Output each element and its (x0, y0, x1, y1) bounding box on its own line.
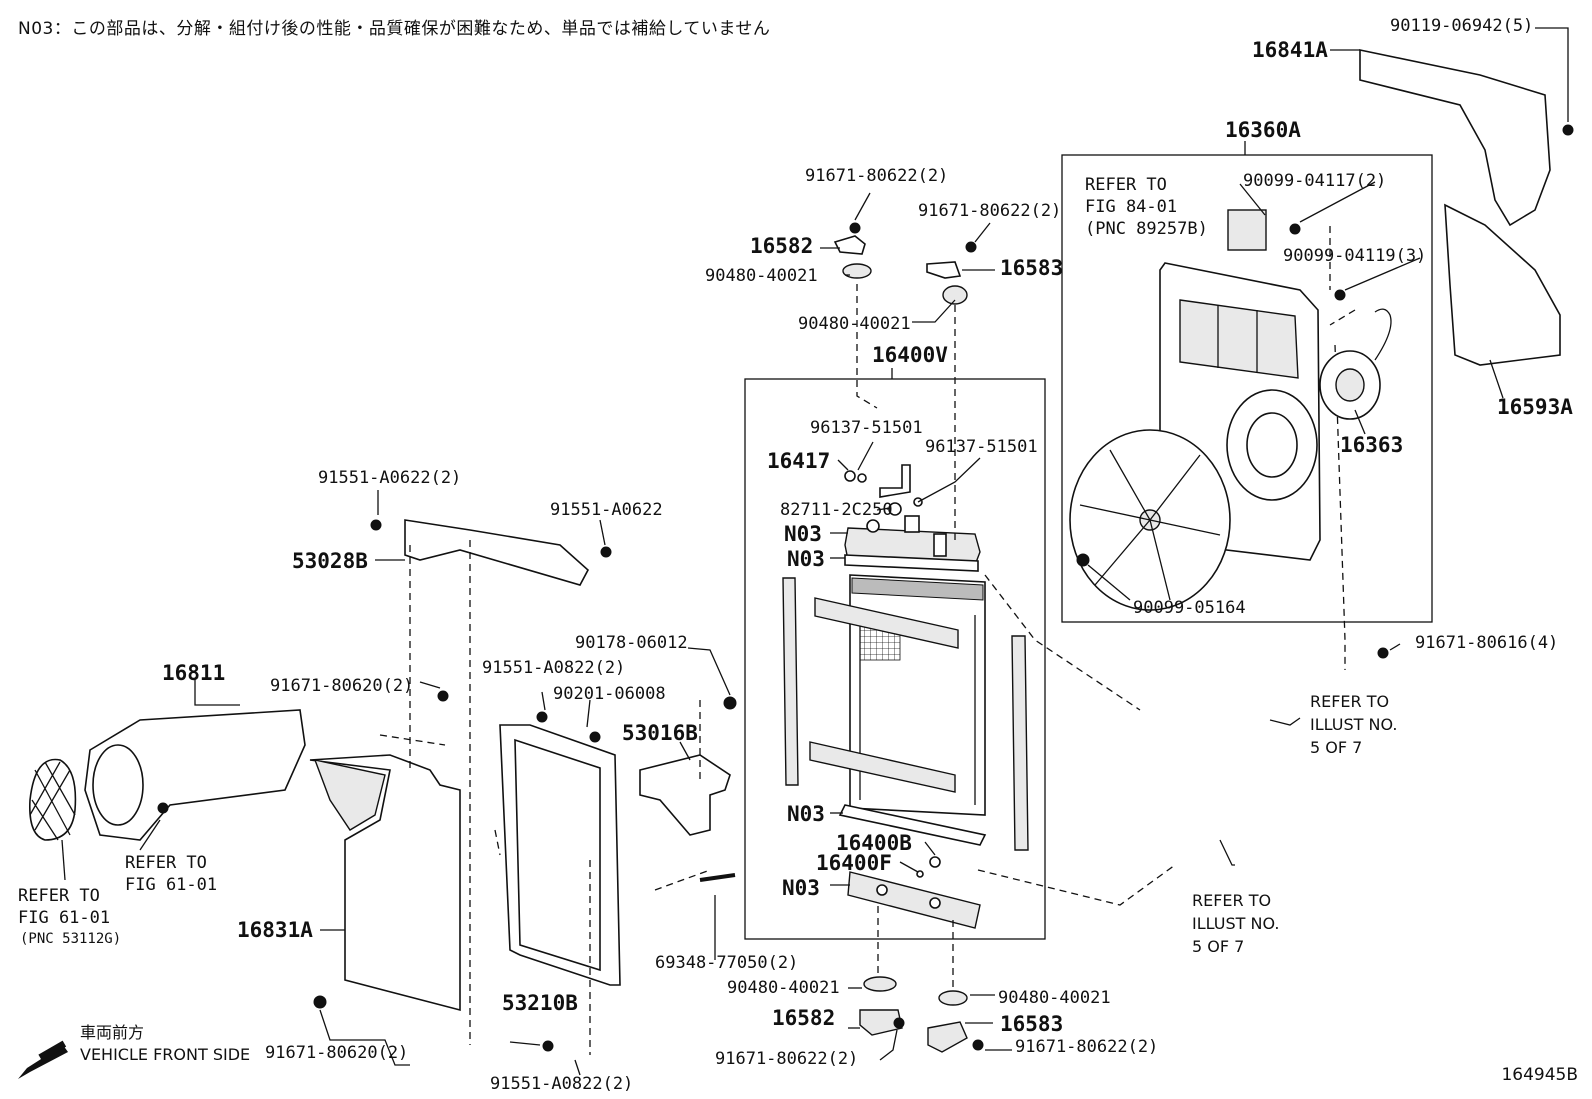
drain-plug (916, 870, 924, 878)
cushion-top-left (842, 263, 872, 279)
label-90099-04119: 90099-04119(3) (1283, 246, 1427, 266)
fan-resistor (1227, 209, 1267, 251)
ref-illust-5-of-7-a: REFER TO ILLUST NO. 5 OF 7 (1310, 692, 1398, 757)
label-16400B: 16400B (836, 831, 912, 855)
label-16583-bottom: 16583 (1000, 1012, 1064, 1036)
label-91671-80620-b: 91671-80620(2) (265, 1043, 409, 1063)
label-16400V: 16400V (872, 343, 948, 367)
label-96137-51501-a: 96137-51501 (810, 418, 923, 438)
ref-illust-5-of-7-b: REFER TO ILLUST NO. 5 OF 7 (1192, 891, 1280, 956)
supply-note: N03：この部品は、分解・組付け後の性能・品質確保が困難なため、単品では補給して… (18, 19, 771, 39)
label-16583-top: 16583 (1000, 256, 1064, 280)
label-n03-3: N03 (787, 802, 825, 826)
label-53210B: 53210B (502, 991, 578, 1015)
figure-id: 164945B (1501, 1065, 1578, 1085)
label-91551-A0622: 91551-A0622 (550, 500, 663, 520)
bolt-91671-80616 (1377, 647, 1389, 659)
bracket-16582-bottom (859, 1009, 903, 1036)
label-16593A: 16593A (1497, 395, 1573, 419)
label-91551-A0822-b: 91551-A0822(2) (490, 1074, 634, 1094)
label-82711-2C250: 82711-2C250 (780, 500, 893, 520)
lower-gasket (838, 804, 987, 846)
bolt-top-right (965, 241, 977, 253)
label-16582-top: 16582 (750, 234, 814, 258)
air-guide-16841A (1359, 49, 1551, 227)
label-16582-bottom: 16582 (772, 1006, 836, 1030)
label-91551-A0822-a: 91551-A0822(2) (482, 658, 626, 678)
label-91671-80620-a: 91671-80620(2) (270, 676, 414, 696)
label-53028B: 53028B (292, 549, 368, 573)
upper-gasket (844, 554, 979, 572)
air-guide-16593A (1444, 203, 1561, 366)
label-90480-40021-c: 90480-40021 (727, 978, 840, 998)
ref-fig-61-01-a: REFER TO FIG 61-01 (125, 853, 218, 895)
label-90099-05164: 90099-05164 (1133, 598, 1246, 618)
vehicle-front-jp: 車両前方 (80, 1023, 145, 1042)
screw-90119 (1562, 124, 1574, 136)
bolt-top-left (849, 222, 861, 234)
label-53016B: 53016B (622, 721, 698, 745)
hose-fitting (879, 464, 911, 498)
label-96137-51501-b: 96137-51501 (925, 437, 1038, 457)
right-side-seal (1011, 635, 1029, 851)
label-16811: 16811 (162, 661, 226, 685)
label-n03-2: N03 (787, 547, 825, 571)
upper-support (814, 597, 959, 649)
label-90119-06942: 90119-06942(5) (1390, 16, 1534, 36)
air-duct-16811 (84, 709, 306, 841)
label-16417: 16417 (767, 449, 831, 473)
fan-shroud-group-box (1061, 154, 1433, 623)
radiator-group-box (744, 378, 1046, 940)
label-16831A: 16831A (237, 918, 313, 942)
label-69348-77050: 69348-77050(2) (655, 953, 799, 973)
label-91551-A0622-2: 91551-A0622(2) (318, 468, 462, 488)
label-90480-40021-b: 90480-40021 (798, 314, 911, 334)
fan-blade (1069, 429, 1231, 611)
support-53028B (404, 519, 590, 586)
cushion-bottom-left (863, 976, 897, 992)
front-arrow (18, 1045, 68, 1079)
vehicle-front-en: VEHICLE FRONT SIDE (80, 1045, 251, 1064)
label-91671-80622-top-right: 91671-80622(2) (918, 201, 1062, 221)
label-90099-04117: 90099-04117(2) (1243, 171, 1387, 191)
ref-fig-61-01-b-pnc: (PNC 53112G) (20, 931, 122, 947)
label-16360A: 16360A (1225, 118, 1301, 142)
label-91671-80622-bottom-left: 91671-80622(2) (715, 1049, 859, 1069)
left-side-seal (782, 577, 799, 786)
label-91671-80622-top-left: 91671-80622(2) (805, 166, 949, 186)
label-90201-06008: 90201-06008 (553, 684, 666, 704)
label-16363: 16363 (1340, 433, 1404, 457)
drain-cock (929, 856, 941, 868)
label-91671-80622-bottom-right: 91671-80622(2) (1015, 1037, 1159, 1057)
air-guide-16831A (309, 754, 461, 1012)
label-90178-06012: 90178-06012 (575, 633, 688, 653)
lower-tank (847, 871, 981, 929)
ref-fig-61-01-b: REFER TO FIG 61-01 (18, 886, 111, 928)
cushion-bottom-right (938, 990, 968, 1006)
filler-cap (888, 502, 902, 516)
label-90480-40021-a: 90480-40021 (705, 266, 818, 286)
cushion-top-right (942, 285, 968, 305)
bracket-16582-top (833, 235, 866, 255)
vehicle-front-label: 車両前方 VEHICLE FRONT SIDE (80, 1022, 250, 1066)
ref-fig-84-01: REFER TO FIG 84-01 (PNC 89257B) (1085, 175, 1208, 239)
upper-tank (844, 515, 981, 566)
bracket-16583-top (926, 261, 962, 279)
fan-nut (1076, 553, 1090, 567)
bracket-16583-bottom (927, 1021, 968, 1053)
label-n03-4: N03 (782, 876, 820, 900)
label-n03-1: N03 (784, 522, 822, 546)
label-90480-40021-d: 90480-40021 (998, 988, 1111, 1008)
bracket-53016B (639, 754, 731, 836)
label-91671-80616: 91671-80616(4) (1415, 633, 1559, 653)
fan-motor (1319, 308, 1392, 420)
label-16841A: 16841A (1252, 38, 1328, 62)
leader-lines (61, 27, 1569, 1076)
label-16400F: 16400F (816, 851, 892, 875)
lower-support (809, 741, 956, 793)
